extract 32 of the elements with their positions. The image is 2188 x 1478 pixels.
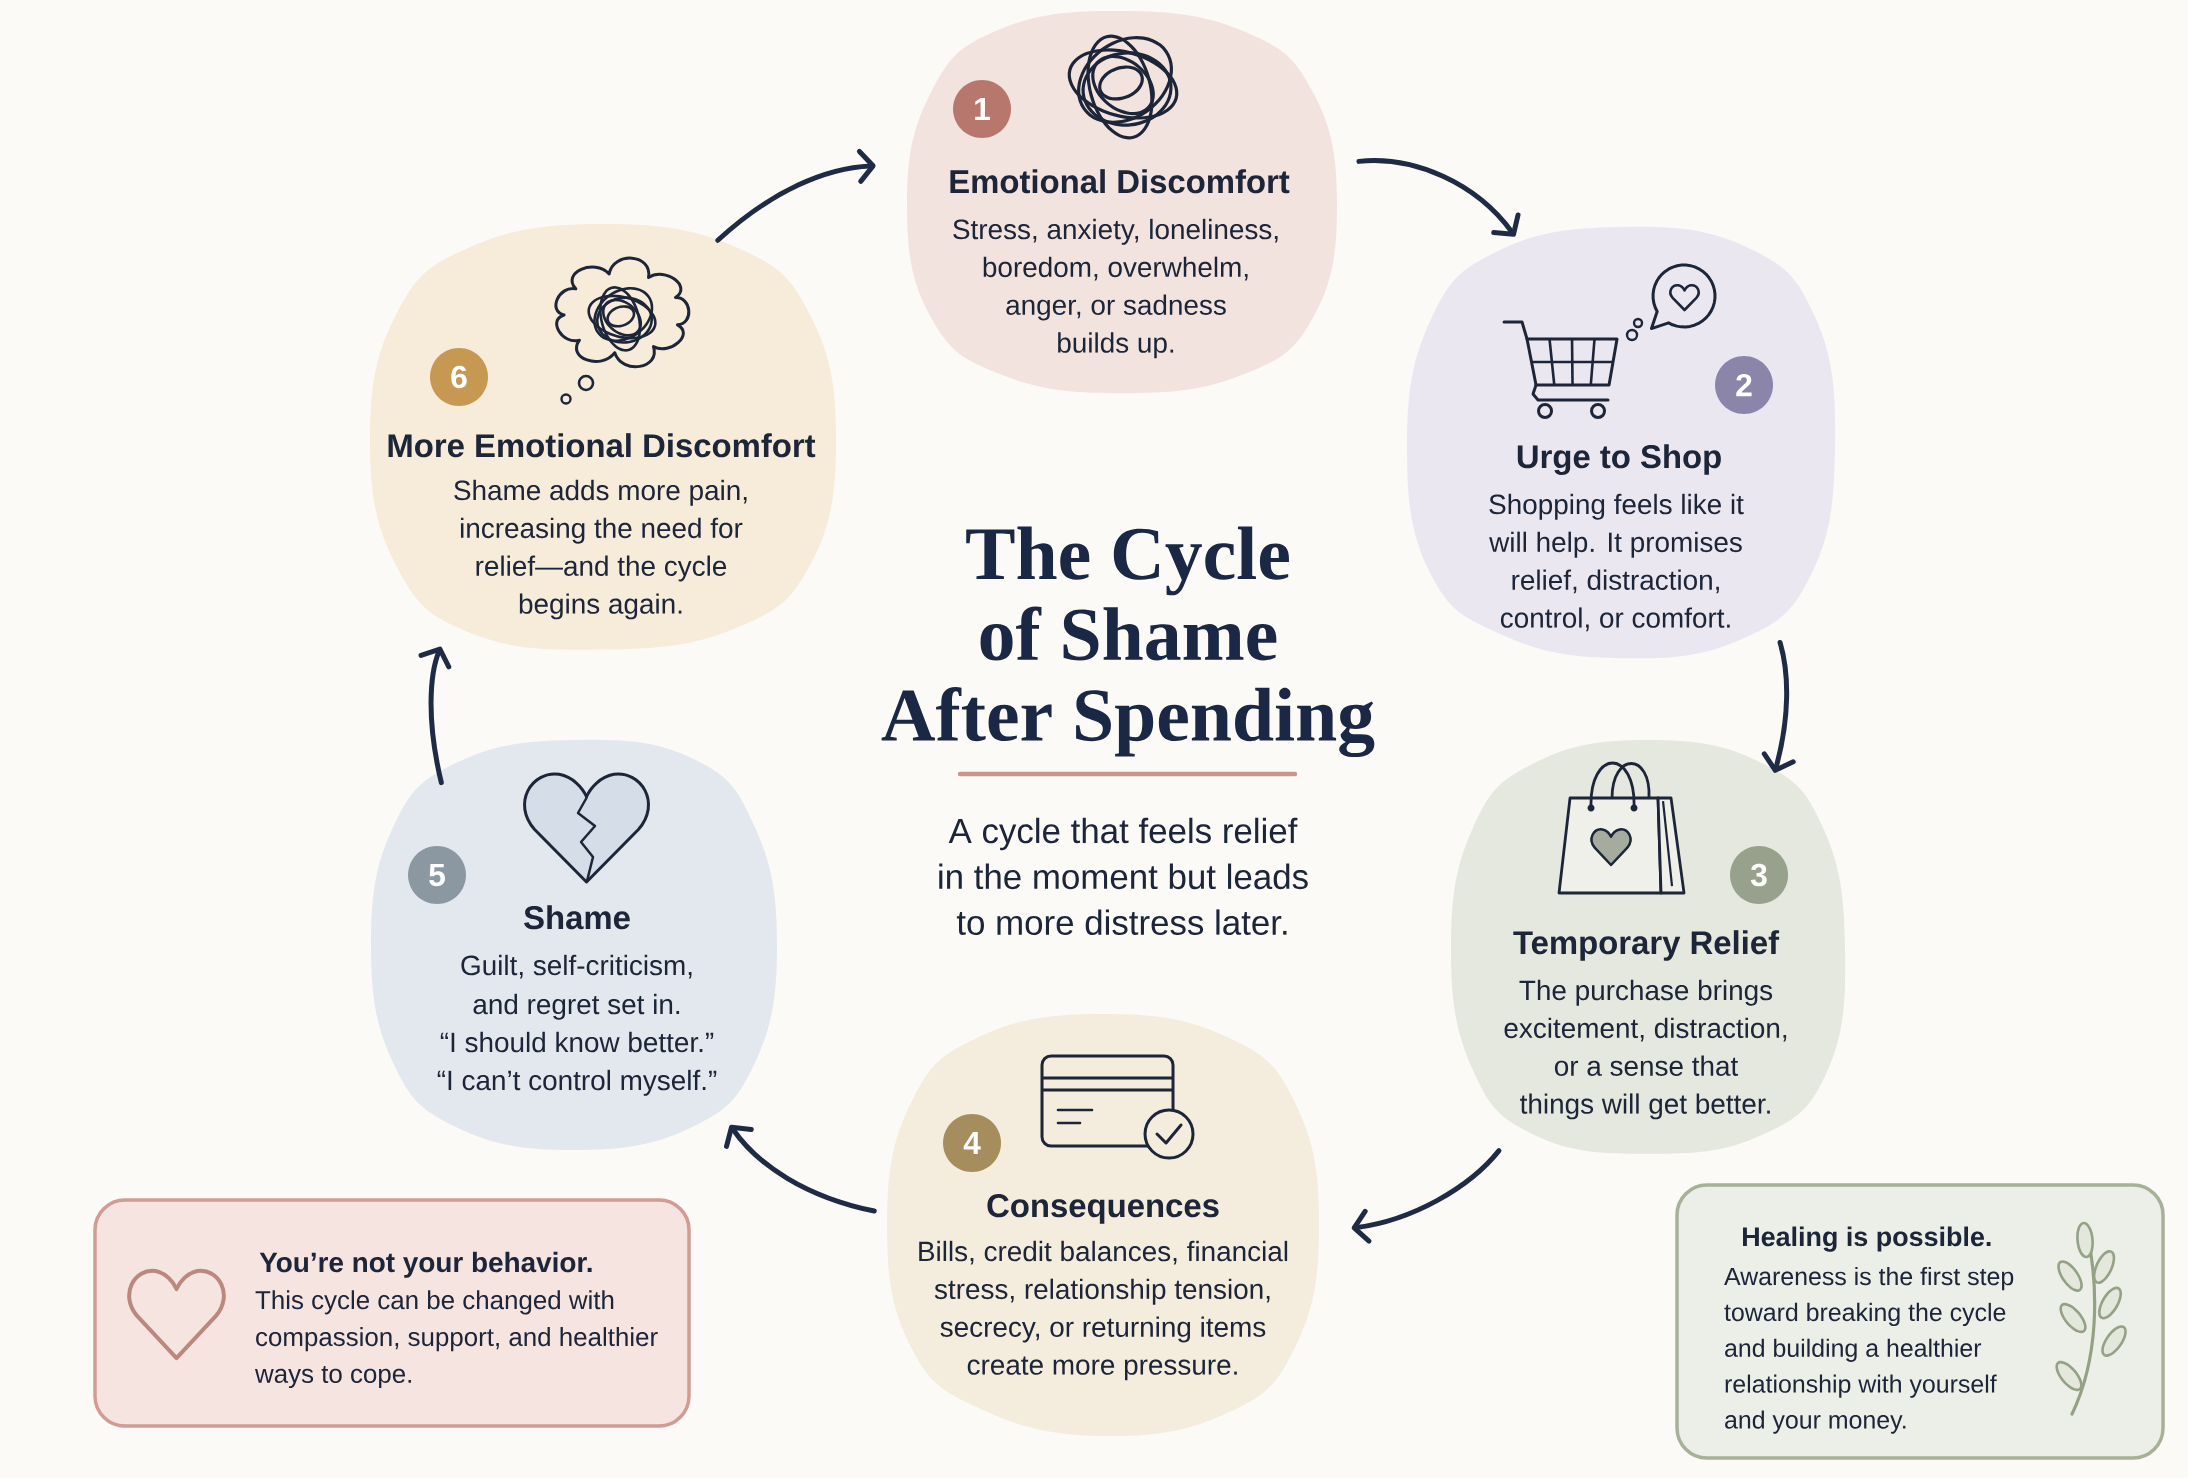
number-badge: 4: [943, 1114, 1001, 1172]
step-heading: Temporary Relief: [1513, 930, 1780, 961]
step-description: Bills, credit balances, financial stress, relationship tension, secrecy, or returning items create more pressure.: [919, 1240, 1288, 1381]
number-badge: 2: [1715, 356, 1774, 414]
curved-arrow: [1356, 158, 1521, 237]
note-heading: You’re not your behavior.: [259, 1251, 592, 1278]
curved-arrow: [1351, 1148, 1502, 1244]
note-text: This cycle can be changed with compassion, support, and healthier ways to cope.: [254, 1290, 658, 1389]
note-heading: Healing is possible.: [1743, 1226, 1991, 1252]
quote-text: “I can’t control myself.”: [437, 1069, 717, 1096]
step-heading: Emotional Discomfort: [950, 169, 1290, 194]
step-description: Guilt, self-criticism, and regret set in.: [461, 954, 692, 1020]
step-heading: More Emotional Discomfort: [388, 433, 816, 458]
curved-arrow: [715, 148, 876, 243]
curved-arrow: [418, 646, 452, 786]
step-description: Stress, anxiety, loneliness, boredom, overwhelm, anger, or sadness builds up.: [953, 218, 1278, 359]
step-heading: Shame: [524, 905, 630, 930]
quote-text: “I should know better.”: [440, 1031, 714, 1053]
step-description: Shopping feels like it will help. It promises relief, distraction, control, or comfort.: [1489, 493, 1744, 632]
subtitle-text: A cycle that feels relief in the moment but leads to more distress later.: [939, 817, 1308, 935]
diagram-title: The Cycle of Shame After Spending: [881, 526, 1375, 758]
step-description: The purchase brings excitement, distraction, or a sense that things will get better.: [1504, 979, 1787, 1120]
number-badge: 6: [430, 348, 488, 406]
curved-arrow: [1761, 640, 1796, 773]
step-description: Shame adds more pain, increasing the need for relief—and the cycle begins again.: [454, 479, 747, 620]
number-badge: 5: [408, 846, 466, 904]
curved-arrow: [724, 1124, 877, 1214]
step-heading: Urge to Shop: [1517, 444, 1721, 475]
number-badge: 3: [1730, 846, 1789, 904]
note-text: Awareness is the first step toward breaking the cycle and building a healthier relationship with yourself and your money.: [1724, 1266, 2014, 1434]
step-heading: Consequences: [987, 1194, 1219, 1224]
number-badge: 1: [953, 80, 1011, 138]
